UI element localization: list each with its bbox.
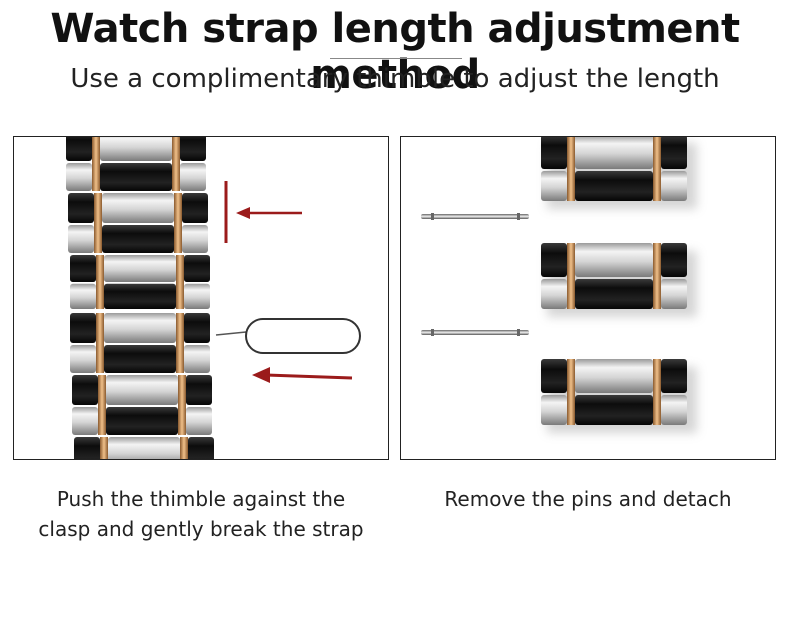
illustration-break-strap (13, 136, 389, 460)
caption-remove-pins: Remove the pins and detach (444, 487, 732, 511)
illustration-remove-pins (400, 136, 776, 460)
detached-links-illustration (421, 137, 776, 460)
push-direction-arrow-icon (252, 367, 353, 383)
break-point-arrow-icon (224, 181, 302, 243)
detached-link-middle (541, 243, 697, 317)
detached-link-top (541, 137, 697, 209)
strap-lower-section (70, 313, 214, 459)
caption-break-strap: Push the thimble against the clasp and g… (13, 484, 389, 544)
removed-pin-icon (421, 329, 529, 336)
removed-pin-icon (421, 213, 529, 220)
strap-thimble-illustration (66, 137, 361, 459)
page-title: Watch strap length adjustment method (50, 6, 740, 98)
title-underline (330, 58, 462, 59)
page-subtitle: Use a complimentary thimble to adjust th… (70, 64, 720, 94)
caption-line: Push the thimble against the (56, 487, 346, 511)
thimble-tool-icon (215, 318, 361, 354)
caption-line: clasp and gently break the strap (38, 517, 364, 541)
detached-link-bottom (541, 359, 697, 433)
strap-upper-section (66, 137, 210, 309)
